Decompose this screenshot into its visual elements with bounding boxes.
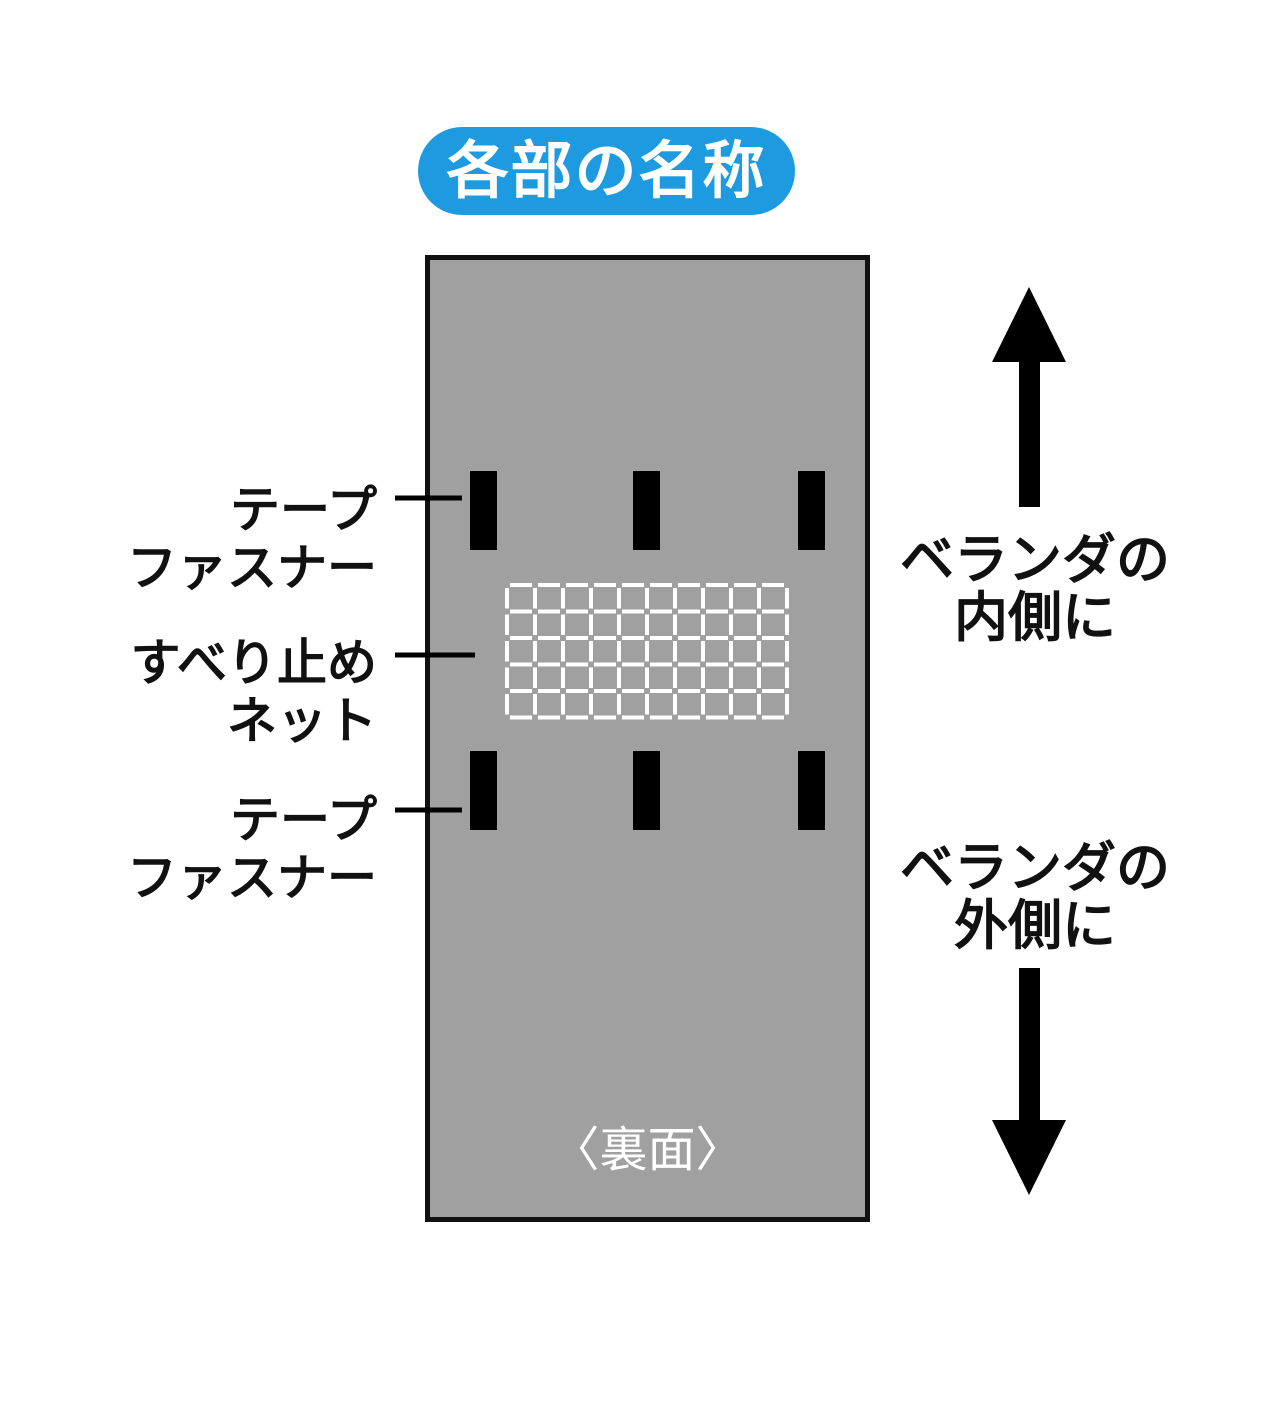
non-slip-net [505,583,789,720]
arrow-down-icon [992,968,1066,1195]
label-line: ファスナー [127,539,377,597]
label-line: すべり止め [130,634,378,692]
label-non-slip-net: すべり止め ネット [0,634,378,750]
arrow-up-icon [992,287,1066,507]
page-title: 各部の名称 [446,134,767,207]
label-line: 内側に [954,586,1116,649]
label-line: ファスナー [127,849,377,907]
back-side-label: 〈裏面〉 [551,1122,744,1178]
title-pill: 各部の名称 [418,127,795,215]
label-tape-fastener-top: テープ ファスナー [0,481,377,597]
label-line: ネット [227,692,377,750]
label-veranda-outside: ベランダの 外側に [880,839,1190,955]
tape-fastener-bottom-right [798,751,825,830]
tape-fastener-top-center [633,471,660,550]
label-line: 外側に [954,894,1116,957]
label-line: テープ [230,481,377,539]
label-line: ベランダの [900,528,1170,591]
tape-fastener-bottom-left [470,751,497,830]
tape-fastener-top-left [470,471,497,550]
mat-back-surface [425,255,870,1222]
tape-fastener-bottom-center [633,751,660,830]
label-veranda-inside: ベランダの 内側に [880,531,1190,647]
tape-fastener-top-right [798,471,825,550]
label-tape-fastener-bottom: テープ ファスナー [0,791,377,907]
label-line: テープ [230,791,377,849]
label-line: ベランダの [900,836,1170,899]
